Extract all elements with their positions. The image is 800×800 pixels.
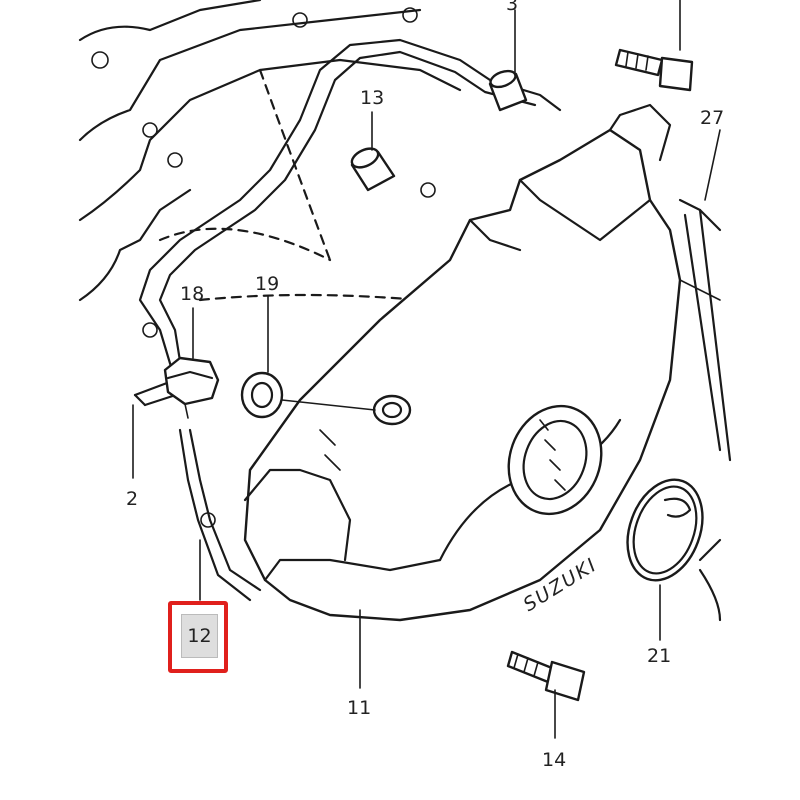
dowel-pin-part-13	[350, 147, 396, 192]
generator-cover-part-11	[243, 103, 682, 622]
highlighted-callout-fill: 12	[181, 614, 218, 658]
bolt-part-26	[614, 48, 694, 92]
crankcase-outline	[78, 0, 462, 302]
callout-11: 11	[347, 697, 371, 719]
bolt-part-14	[506, 650, 586, 702]
drain-plug-part-18	[163, 356, 220, 419]
gasket-part-2	[133, 38, 562, 602]
side-component-part-27	[678, 129, 732, 622]
callout-19: 19	[255, 273, 279, 295]
callout-27: 27	[700, 107, 724, 129]
o-ring-part-21	[626, 478, 704, 582]
callout-3: 3	[506, 0, 518, 15]
highlighted-callout-box[interactable]: 12	[168, 601, 228, 673]
callout-2: 2	[126, 488, 138, 510]
leader-lines	[132, 0, 721, 739]
callout-18: 18	[180, 283, 204, 305]
callout-14: 14	[542, 749, 566, 771]
callout-12: 12	[187, 625, 212, 647]
callout-13: 13	[360, 87, 384, 109]
washer-part-19	[240, 371, 284, 419]
callout-21: 21	[647, 645, 671, 667]
callout-labels: 3 13 18 19 2 11 14 21 27	[126, 0, 724, 771]
dowel-pin-part-3	[488, 69, 528, 112]
